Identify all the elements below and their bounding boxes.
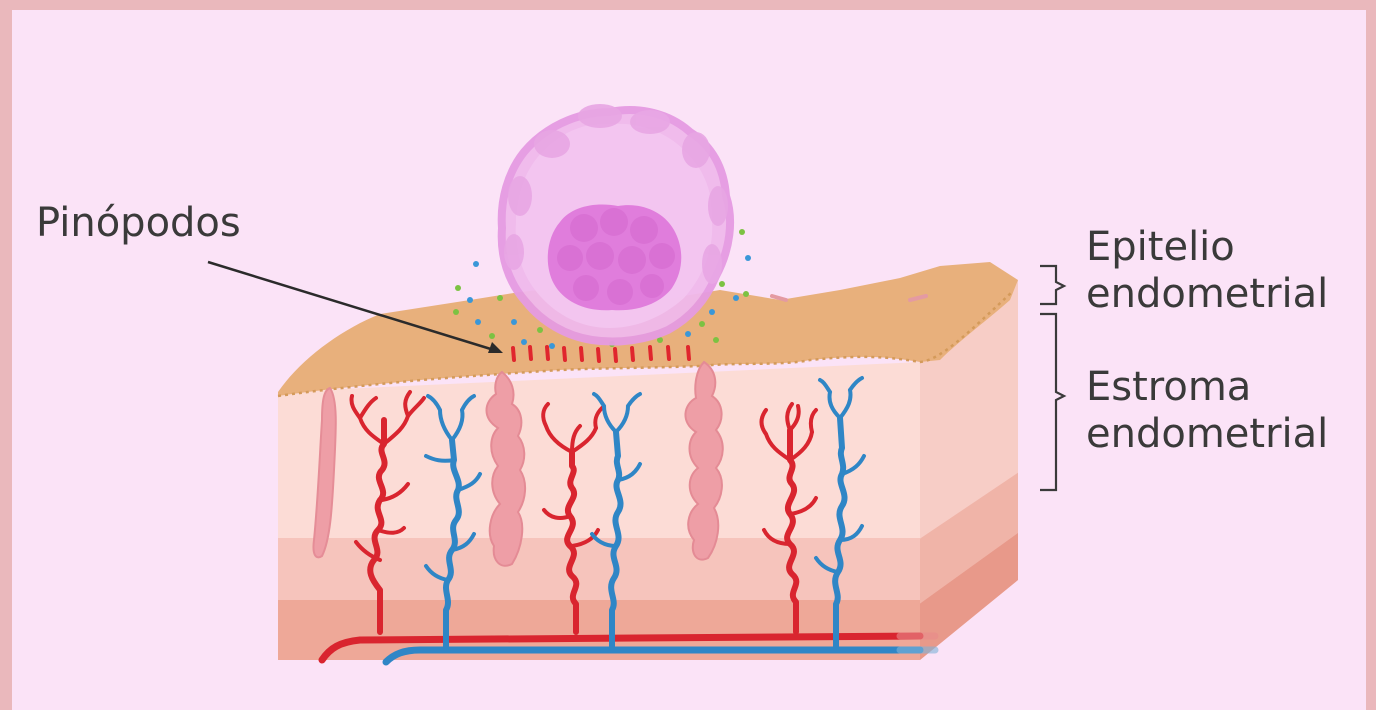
estroma-endometrial-label: Estroma endometrial (1086, 364, 1328, 458)
epitelio-endometrial-label: Epitelio endometrial (1086, 224, 1328, 318)
epitelio-bracket (1040, 266, 1064, 304)
estroma-bracket (1040, 314, 1064, 490)
pinopodos-label: Pinópodos (36, 200, 241, 247)
blastocyst-icon (502, 104, 730, 342)
